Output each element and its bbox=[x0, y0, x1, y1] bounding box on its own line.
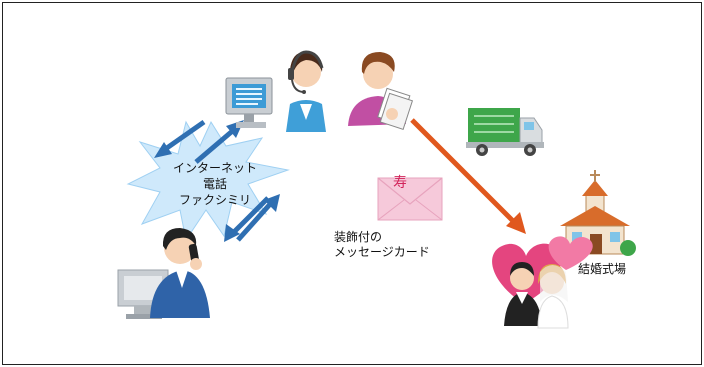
card-label-line2: メッセージカード bbox=[334, 245, 430, 259]
card-stamp-kotobuki: 寿 bbox=[393, 175, 407, 191]
couple-with-hearts-icon bbox=[492, 236, 593, 329]
staff-with-papers-icon bbox=[348, 52, 414, 130]
operator-icon bbox=[286, 50, 326, 132]
customer-on-phone-icon bbox=[117, 228, 210, 319]
arrow-from-computer bbox=[154, 119, 206, 158]
arrow-to-customer bbox=[224, 196, 270, 242]
card-label-line1: 装飾付の bbox=[334, 230, 383, 244]
delivery-arrow bbox=[410, 118, 526, 234]
communication-methods-label: インターネット 電話 ファクシミリ bbox=[160, 160, 270, 208]
message-card-label: 装飾付の メッセージカード bbox=[334, 230, 430, 260]
venue-label: 結婚式場 bbox=[578, 262, 627, 276]
message-card-envelope-icon bbox=[377, 177, 443, 221]
delivery-truck-icon bbox=[466, 108, 544, 156]
burst-label-fax: ファクシミリ bbox=[178, 193, 251, 207]
burst-label-internet: インターネット bbox=[172, 161, 257, 175]
computer-monitor-icon bbox=[225, 77, 273, 128]
burst-label-phone: 電話 bbox=[202, 177, 227, 191]
arrow-from-customer bbox=[236, 194, 280, 242]
